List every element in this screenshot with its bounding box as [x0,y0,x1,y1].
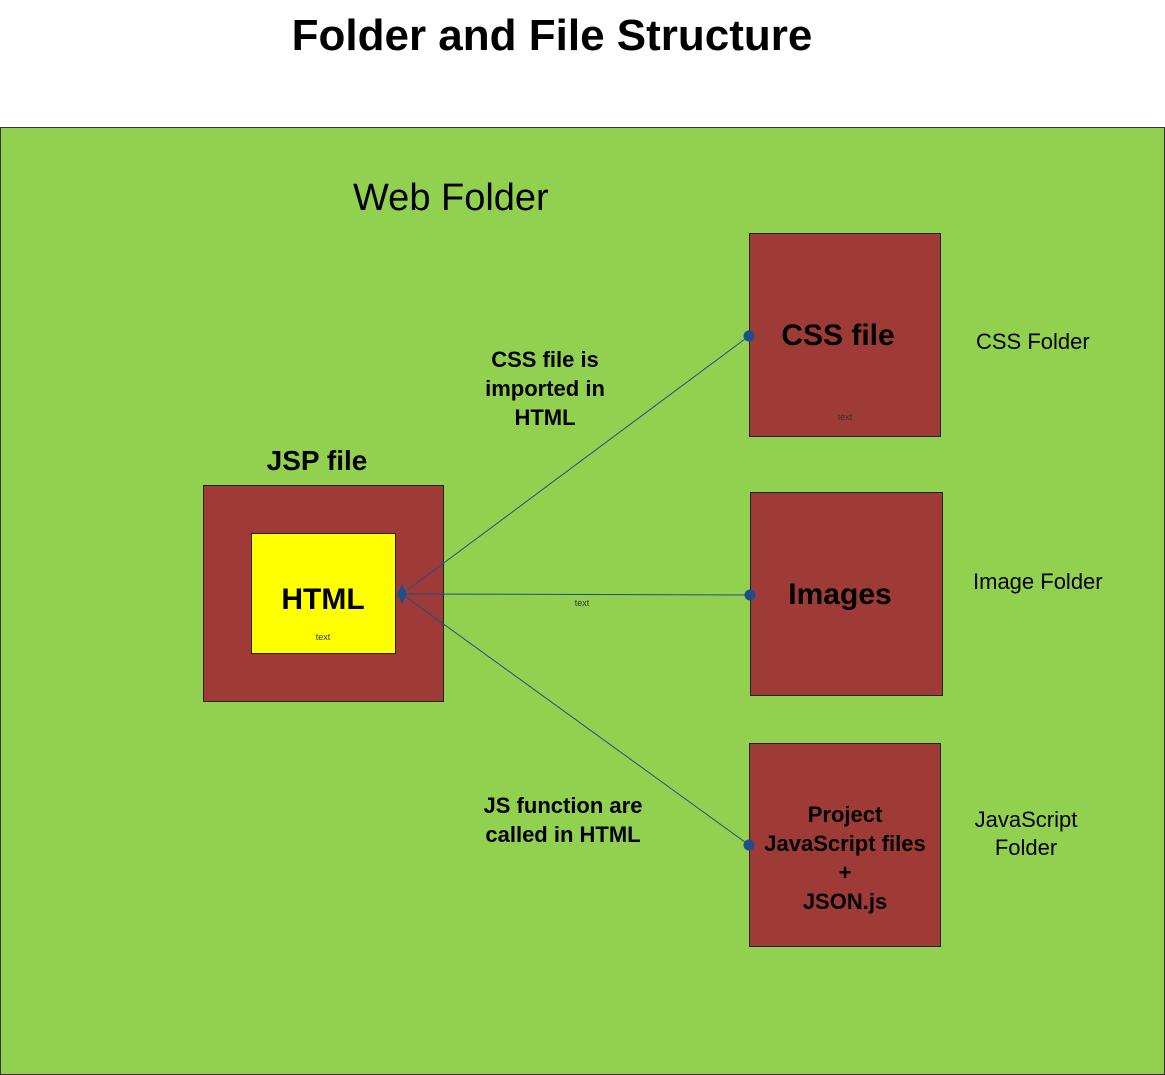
css-note-line-1: CSS file is [491,347,599,372]
js-folder-line-2: Folder [995,835,1057,860]
images-box [750,492,943,696]
connector-end-dot-js [743,839,755,851]
css-note-line-2: imported in [485,376,605,401]
html-label: HTML [281,583,364,616]
connector-end-dot-css [743,330,755,342]
jsp-label: JSP file [267,445,368,476]
connector-images [401,593,751,596]
css-file-box [749,233,941,437]
web-folder-label: Web Folder [353,177,549,219]
image-folder-label: Image Folder [973,569,1103,594]
css-file-label: CSS file [781,319,894,352]
connector-end-dot-images [744,589,756,601]
images-label: Images [788,578,891,611]
connector-images-label: text [575,598,590,608]
css-placeholder-text: text [838,412,853,422]
js-note-line-2: called in HTML [485,822,640,847]
html-placeholder-text: text [316,632,331,642]
js-line-2: JavaScript files [764,831,925,856]
js-note-line-1: JS function are [484,793,643,818]
js-line-3: + [839,860,852,885]
connector-js [401,593,750,846]
js-folder-line-1: JavaScript [975,807,1078,832]
javascript-files-box [749,743,941,947]
connector-css [401,335,750,595]
js-line-1: Project [808,802,883,827]
js-line-4: JSON.js [803,889,887,914]
web-folder-container [0,127,1165,1075]
connector-start-diamond [397,584,407,604]
css-folder-label: CSS Folder [976,329,1090,354]
diagram-title: Folder and File Structure [292,11,813,60]
html-box [251,533,396,654]
css-note-line-3: HTML [514,405,575,430]
